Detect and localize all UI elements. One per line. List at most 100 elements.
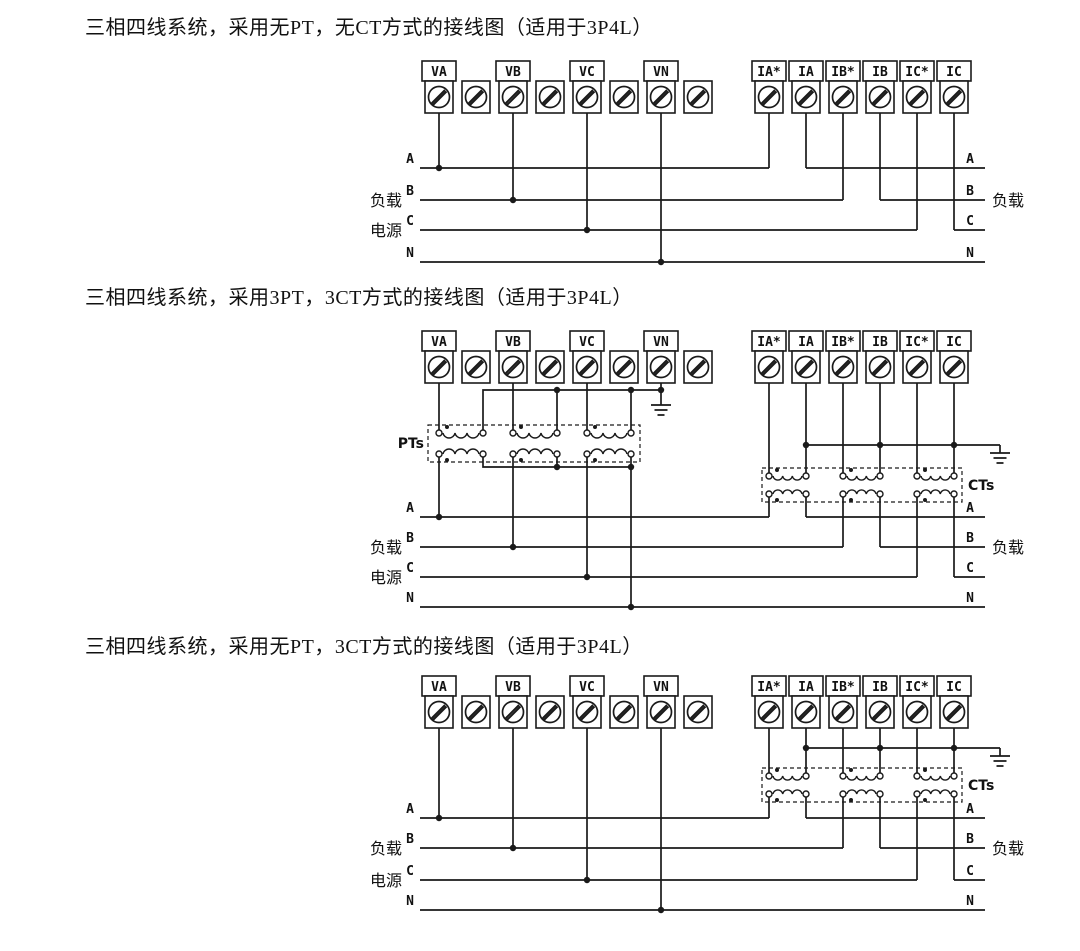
- current-drop-wires: [768, 113, 955, 230]
- junction-dot: [553, 386, 561, 394]
- bus-label-n-left: N: [406, 591, 414, 606]
- screw-terminal: [939, 350, 969, 384]
- screw-terminal: [646, 695, 676, 729]
- bus-label-n-right: N: [966, 246, 974, 261]
- junction-dot: [553, 463, 561, 471]
- terminal-label-vb: VB: [505, 65, 521, 80]
- bus-label-a-left: A: [406, 152, 414, 167]
- screw-terminal: [609, 80, 639, 114]
- screw-terminal: [865, 695, 895, 729]
- screw-terminal: [902, 695, 932, 729]
- terminal-label-ia-star: IA*: [757, 65, 781, 80]
- source-label-left: 电源: [370, 872, 402, 890]
- screw-terminal: [828, 350, 858, 384]
- diagram1-no-pt-no-ct: VA VB VC VN IA* IA IB* IB IC* IC: [370, 60, 1024, 266]
- ground-symbol: [651, 404, 671, 416]
- screw-terminal: [865, 80, 895, 114]
- bus-label-c-right: C: [966, 864, 974, 879]
- pt-transformer-b: [509, 424, 561, 463]
- junction-dot: [583, 226, 591, 234]
- pt-transformer-c: [583, 424, 635, 463]
- phase-bus-lines: [420, 516, 985, 608]
- screw-terminal: [424, 80, 454, 114]
- bus-label-b-right: B: [966, 531, 974, 546]
- bus-label-n-left: N: [406, 894, 414, 909]
- screw-terminal: [865, 350, 895, 384]
- screw-terminal: [939, 80, 969, 114]
- cts-label: CTs: [968, 478, 994, 494]
- screw-terminal: [572, 80, 602, 114]
- terminal-label-ic: IC: [946, 65, 962, 80]
- junction-dot: [802, 441, 810, 449]
- screw-terminal: [791, 350, 821, 384]
- terminal-strip: [424, 695, 969, 729]
- bus-label-c-right: C: [966, 214, 974, 229]
- bus-label-a-right: A: [966, 802, 974, 817]
- terminal-name-tags: VA VB VC VN IA* IA IB* IB IC* IC: [421, 60, 972, 82]
- load-label-right: 负载: [992, 192, 1024, 210]
- screw-terminal: [683, 695, 713, 729]
- ct-transformer-b: [839, 767, 884, 803]
- screw-terminal: [754, 350, 784, 384]
- screw-terminal: [498, 80, 528, 114]
- terminal-label-ia: IA: [798, 65, 814, 80]
- pts-label: PTs: [398, 436, 424, 452]
- load-label-right: 负载: [992, 539, 1024, 557]
- terminal-label-vb: VB: [505, 680, 521, 695]
- terminal-label-ia: IA: [798, 680, 814, 695]
- pt-transformer-a: [435, 424, 487, 463]
- terminal-label-vc: VC: [579, 335, 595, 350]
- terminal-label-ic: IC: [946, 680, 962, 695]
- bus-label-a-left: A: [406, 501, 414, 516]
- junction-dot: [876, 441, 884, 449]
- screw-terminal: [754, 695, 784, 729]
- screw-terminal: [461, 695, 491, 729]
- bus-label-a-right: A: [966, 152, 974, 167]
- terminal-name-tags: VA VB VC VN IA* IA IB* IB IC* IC: [421, 330, 972, 352]
- bus-label-a-left: A: [406, 802, 414, 817]
- ct-secondary-wires: [768, 728, 1001, 773]
- screw-terminal: [535, 80, 565, 114]
- junction-dot: [435, 513, 443, 521]
- screw-terminal: [683, 80, 713, 114]
- diagram3-title: 三相四线系统，采用无PT，3CT方式的接线图（适用于3P4L）: [85, 636, 643, 658]
- ground-symbol: [990, 452, 1010, 464]
- junction-dot: [509, 196, 517, 204]
- ct-group-box: [761, 467, 963, 503]
- screw-terminal: [902, 80, 932, 114]
- bus-label-b-right: B: [966, 184, 974, 199]
- junction-dot: [657, 258, 665, 266]
- screw-terminal: [572, 350, 602, 384]
- terminal-label-ic-star: IC*: [905, 65, 929, 80]
- bus-label-a-right: A: [966, 501, 974, 516]
- screw-terminal: [939, 695, 969, 729]
- screw-terminal: [461, 350, 491, 384]
- junction-dot: [583, 573, 591, 581]
- phase-bus-lines: [420, 817, 985, 911]
- junction-dot: [802, 744, 810, 752]
- screw-terminal: [902, 350, 932, 384]
- source-label-left: 电源: [370, 569, 402, 587]
- screw-terminal: [754, 80, 784, 114]
- bus-label-b-left: B: [406, 832, 414, 847]
- bus-label-b-left: B: [406, 531, 414, 546]
- terminal-label-vc: VC: [579, 680, 595, 695]
- ct-transformer-c: [913, 467, 958, 503]
- junction-dot: [435, 164, 443, 172]
- terminal-label-ia-star: IA*: [757, 680, 781, 695]
- terminal-strip: [424, 80, 969, 114]
- terminal-label-vn: VN: [653, 335, 669, 350]
- terminal-label-vc: VC: [579, 65, 595, 80]
- bus-label-c-right: C: [966, 561, 974, 576]
- terminal-label-vb: VB: [505, 335, 521, 350]
- diagram2-title: 三相四线系统，采用3PT，3CT方式的接线图（适用于3P4L）: [85, 287, 633, 309]
- screw-terminal: [609, 695, 639, 729]
- screw-terminal: [646, 350, 676, 384]
- screw-terminal: [683, 350, 713, 384]
- screw-terminal: [535, 350, 565, 384]
- terminal-label-ib: IB: [872, 680, 888, 695]
- junction-dot: [950, 744, 958, 752]
- screw-terminal: [424, 695, 454, 729]
- junction-dot: [583, 876, 591, 884]
